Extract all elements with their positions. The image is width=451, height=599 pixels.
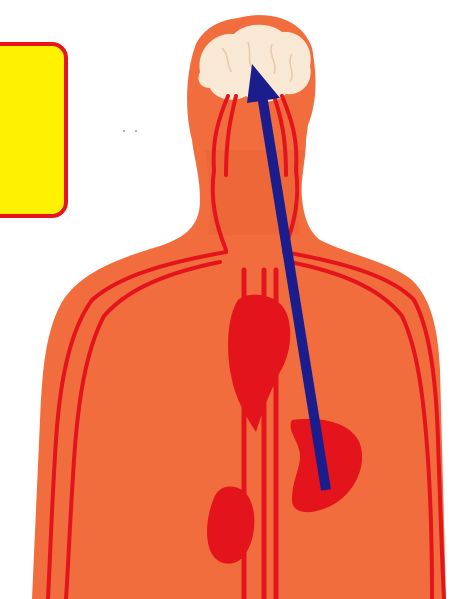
faint-marks (123, 130, 137, 132)
neck-shadow (205, 150, 304, 235)
callout-box (0, 42, 68, 218)
